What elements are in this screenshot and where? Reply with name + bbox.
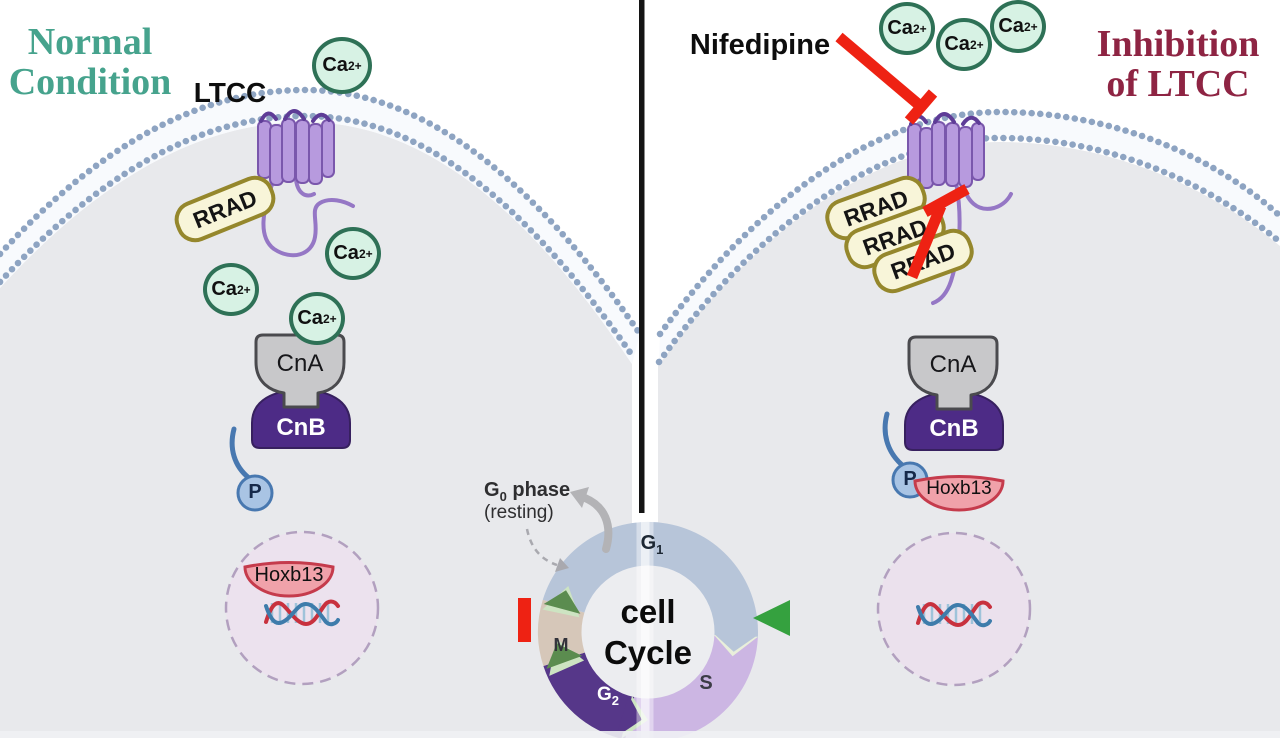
cna-label: CnA — [276, 350, 324, 377]
nucleus-right — [876, 531, 1032, 687]
cnb-label: CnB — [276, 414, 326, 441]
cell-cycle-title: cell Cycle — [588, 591, 708, 673]
g0-phase-line: G0 phase — [484, 479, 571, 504]
title-left-line1: Normal — [27, 21, 153, 63]
title-normal-condition: Normal Condition — [0, 22, 180, 102]
g0-exit-arrow — [570, 487, 613, 553]
title-inhibition-ltcc: Inhibition of LTCC — [1078, 24, 1278, 104]
ca-text: Ca — [333, 242, 359, 264]
phase-label-m: M — [553, 635, 569, 655]
g2-segment — [543, 652, 635, 738]
title-left-line2: Condition — [8, 61, 172, 103]
cnb-label: CnB — [929, 415, 979, 442]
ca-text: Ca — [297, 307, 323, 329]
nucleus-left — [224, 530, 380, 686]
cycle-title-line1: cell — [620, 593, 676, 630]
ltcc-channel-left — [256, 109, 355, 258]
cna-label: CnA — [929, 351, 977, 378]
g1-segment — [542, 521, 759, 638]
cycle-title-line2: Cycle — [603, 634, 693, 671]
hoxb13-label: Hoxb13 — [254, 564, 324, 586]
g0-resting-line: (resting) — [484, 502, 554, 523]
g0-phase-annotation: G0 phase (resting) — [484, 479, 604, 524]
chevron-m-g1 — [543, 590, 581, 614]
chevron-s-g2 — [615, 695, 642, 738]
chevron-g1-s — [714, 633, 758, 652]
ca-text: Ca — [211, 278, 237, 300]
membrane-outer-leaflet-left — [0, 86, 644, 338]
ca-text: Ca — [998, 15, 1024, 37]
chevron-g2-m — [546, 643, 583, 669]
s-segment — [625, 635, 758, 738]
nifedipine-label: Nifedipine — [689, 29, 831, 61]
phase-label-s: S — [699, 672, 713, 694]
title-right-line2: of LTCC — [1106, 63, 1250, 105]
ca-text: Ca — [944, 33, 970, 55]
ca-text: Ca — [322, 54, 348, 76]
phosphate-label: P — [248, 481, 262, 503]
ca-text: Ca — [887, 17, 913, 39]
membrane-inner-leaflet-left — [0, 112, 638, 362]
ltcc-label: LTCC — [193, 77, 267, 108]
membrane-inner-leaflet-right — [655, 134, 1280, 366]
hoxb13-shape-right — [913, 475, 1005, 512]
g0-return-arrow-dashed — [525, 528, 569, 572]
phosphate-left — [229, 426, 274, 512]
m-segment — [537, 599, 586, 666]
cell-cycle-ring — [537, 514, 759, 738]
phase-label-g2: G2 — [596, 684, 619, 708]
hoxb13-shape-left — [243, 561, 335, 598]
panel-divider-line — [639, 0, 645, 513]
phase-label-g1: G1 — [640, 532, 664, 557]
phosphate-label: P — [903, 468, 917, 490]
membrane-outer-leaflet-right — [656, 108, 1280, 338]
bottom-edge-strip — [0, 731, 1280, 738]
hoxb13-label: Hoxb13 — [926, 478, 992, 499]
title-right-line1: Inhibition — [1096, 23, 1260, 65]
